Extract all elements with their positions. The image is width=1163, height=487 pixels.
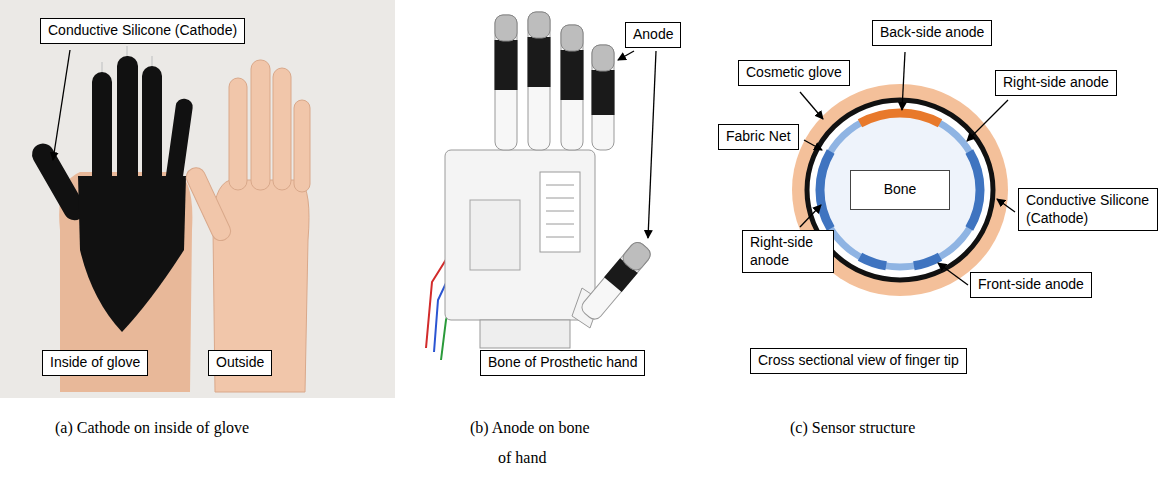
callout-box: Conductive Silicone (Cathode) xyxy=(1018,188,1158,231)
leader-line xyxy=(902,52,905,110)
label-text: Fabric Net xyxy=(726,128,791,146)
leader-line xyxy=(648,51,656,238)
leader-line xyxy=(997,199,1015,212)
leader-line xyxy=(618,51,634,60)
label-text: Back-side anode xyxy=(880,24,984,42)
leader-line xyxy=(800,205,821,227)
label-text: Bone of Prosthetic hand xyxy=(488,354,637,372)
inside-glove xyxy=(28,46,194,392)
callout-box: Fabric Net xyxy=(718,124,799,150)
callout-box: Conductive Silicone (Cathode) xyxy=(40,18,245,44)
label-text: Inside of glove xyxy=(50,354,140,372)
label-text: Cross sectional view of finger tip xyxy=(758,352,959,370)
label-text: Conductive Silicone (Cathode) xyxy=(48,22,237,40)
callout-box: Right-side anode xyxy=(742,230,834,273)
callout-box: Front-side anode xyxy=(970,272,1092,298)
label-text: Front-side anode xyxy=(978,276,1084,294)
callout-box: Inside of glove xyxy=(42,350,148,376)
caption-text: (b) Anode on bone of hand xyxy=(498,413,606,473)
caption-text: (c) Sensor structure xyxy=(790,413,915,443)
label-text: Right-side anode xyxy=(1003,74,1109,92)
label-text: Right-side anode xyxy=(750,234,826,269)
outside-glove xyxy=(183,60,310,392)
label-text: Conductive Silicone (Cathode) xyxy=(1026,192,1150,227)
callout-box: Cosmetic glove xyxy=(738,60,850,86)
caption-text: (a) Cathode on inside of glove xyxy=(55,413,249,443)
callout-box: Bone of Prosthetic hand xyxy=(480,350,645,376)
label-text: Bone xyxy=(884,181,917,199)
callout-box: Outside xyxy=(208,350,272,376)
leader-line xyxy=(804,140,822,150)
leader-line xyxy=(800,92,823,119)
callout-box: Anode xyxy=(625,22,681,48)
leader-line xyxy=(938,263,968,285)
panel-caption: (a) Cathode on inside of glove xyxy=(55,413,249,443)
view-title-box: Cross sectional view of finger tip xyxy=(750,348,967,374)
callout-box: Back-side anode xyxy=(872,20,992,46)
prosthetic-hand xyxy=(426,12,654,360)
callout-box: Right-side anode xyxy=(995,70,1117,96)
leader-line xyxy=(967,100,1008,141)
label-text: Anode xyxy=(633,26,673,44)
label-text: Outside xyxy=(216,354,264,372)
leader-line xyxy=(53,50,70,160)
panel-caption: (c) Sensor structure xyxy=(790,413,915,443)
photo-ground xyxy=(0,0,395,398)
label-text: Cosmetic glove xyxy=(746,64,842,82)
bone-box: Bone xyxy=(850,170,950,210)
panel-caption: (b) Anode on bone of hand xyxy=(470,413,606,473)
